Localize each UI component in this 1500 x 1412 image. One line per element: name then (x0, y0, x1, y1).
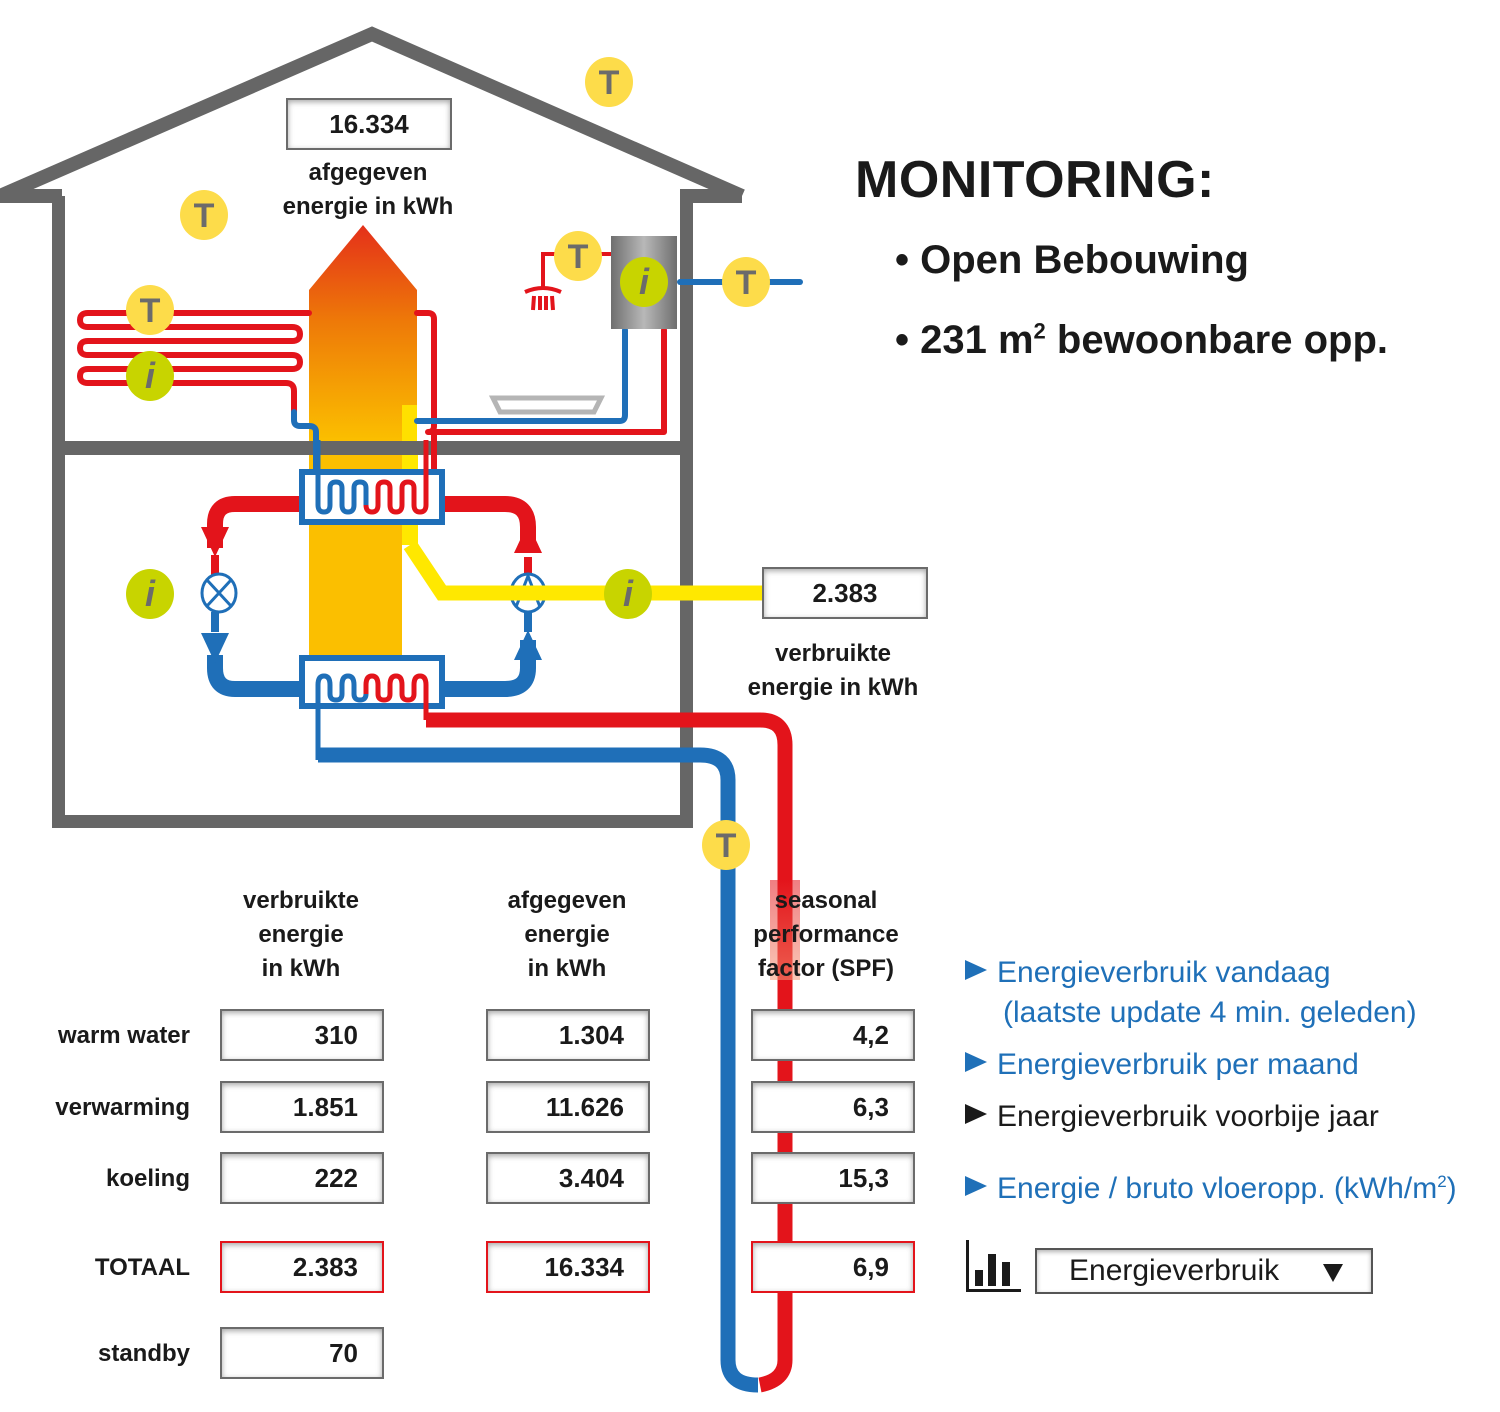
consumed-cell: 310 (220, 1009, 384, 1061)
spf-total-cell: 6,9 (751, 1241, 915, 1293)
bar-chart-icon[interactable] (966, 1240, 1021, 1292)
header-line: verbruikte (242, 887, 360, 914)
header-line: seasonal (774, 887, 878, 914)
svg-text:T: T (736, 264, 757, 302)
svg-text:i: i (623, 573, 634, 614)
row-label: warm water (57, 1022, 190, 1049)
link-energy-past-year[interactable]: Energieverbruik voorbije jaar (965, 1100, 1379, 1134)
chart-type-select[interactable]: Energieverbruik (1035, 1248, 1373, 1294)
header-line: energie (524, 921, 610, 948)
link-superscript: 2 (1437, 1172, 1447, 1191)
temperature-sensor-outdoor-icon[interactable]: T (585, 57, 633, 107)
floor-return-pipe (291, 409, 319, 493)
temperature-sensor-mains-icon[interactable]: T (722, 257, 770, 307)
svg-text:T: T (194, 197, 215, 235)
header-line: energie (258, 921, 344, 948)
delivered-energy-total: 16.334 (286, 98, 452, 150)
play-arrow-icon (965, 1104, 987, 1124)
delivered-cell: 11.626 (486, 1081, 650, 1133)
living-area: • 231 m2 bewoonbare opp. (895, 318, 1388, 363)
link-energy-today[interactable]: Energieverbruik vandaag (965, 956, 1331, 990)
info-sensor-tank-icon[interactable]: i (620, 257, 668, 307)
condenser (299, 440, 445, 525)
row-label: standby (97, 1340, 190, 1367)
electricity-line (403, 540, 762, 601)
dropdown-arrow-icon (1323, 1264, 1343, 1282)
link-label: Energieverbruik vandaag (997, 956, 1331, 989)
delivered-total-cell: 16.334 (486, 1241, 650, 1293)
play-arrow-icon (965, 1176, 987, 1196)
delivered-cell: 1.304 (486, 1009, 650, 1061)
spf-cell: 4,2 (751, 1009, 915, 1061)
temperature-sensor-shower-icon[interactable]: T (554, 231, 602, 281)
consumed-total-cell: 2.383 (220, 1241, 384, 1293)
house-outline (0, 26, 745, 828)
consumed-energy-total: 2.383 (762, 567, 928, 619)
col-header-consumed: verbruikte energie in kWh (206, 884, 396, 986)
svg-text:T: T (599, 64, 620, 102)
svg-text:i: i (639, 261, 650, 302)
select-value: Energieverbruik (1069, 1254, 1280, 1287)
info-sensor-electric-icon[interactable]: i (604, 569, 652, 619)
temperature-sensor-ground-icon[interactable]: T (702, 820, 750, 870)
row-label: koeling (105, 1165, 190, 1192)
header-line: afgegeven (507, 887, 627, 914)
row-label: TOTAAL (94, 1254, 190, 1281)
temperature-sensor-room-icon[interactable]: T (180, 190, 228, 240)
delivered-caption: afgegeven energie in kWh (262, 156, 474, 224)
consumed-cell: 1.851 (220, 1081, 384, 1133)
header-line: factor (SPF) (757, 955, 894, 982)
col-header-spf: seasonal performance factor (SPF) (728, 884, 924, 986)
svg-text:T: T (140, 292, 161, 330)
page-title: MONITORING: (855, 151, 1215, 209)
svg-text:i: i (145, 355, 156, 396)
evaporator (299, 655, 445, 760)
temperature-sensor-floor-icon[interactable]: T (126, 285, 174, 335)
delivered-caption-line1: afgegeven (308, 159, 428, 186)
consumed-caption: verbruikte energie in kWh (728, 637, 938, 705)
ground-loop (318, 712, 800, 1393)
link-energy-today-update[interactable]: (laatste update 4 min. geleden) (1003, 996, 1417, 1029)
delivered-cell: 3.404 (486, 1152, 650, 1204)
link-energy-per-month[interactable]: Energieverbruik per maand (965, 1048, 1359, 1082)
header-line: in kWh (527, 955, 607, 982)
area-label: bewoonbare opp. (1045, 318, 1389, 362)
play-arrow-icon (965, 960, 987, 980)
area-superscript: 2 (1033, 318, 1046, 344)
consumed-caption-line1: verbruikte (774, 640, 892, 667)
spf-cell: 15,3 (751, 1152, 915, 1204)
link-label: Energieverbruik per maand (997, 1048, 1359, 1081)
svg-text:T: T (716, 827, 737, 865)
building-type: • Open Bebouwing (895, 238, 1249, 282)
link-label: Energieverbruik voorbije jaar (997, 1100, 1379, 1133)
consumed-caption-line2: energie in kWh (747, 674, 919, 701)
area-value: • 231 m (895, 318, 1034, 362)
consumed-cell: 222 (220, 1152, 384, 1204)
consumed-cell: 70 (220, 1327, 384, 1379)
link-tail: ) (1446, 1172, 1457, 1205)
delivered-caption-line2: energie in kWh (282, 193, 454, 220)
tank-cold-pipe (414, 327, 628, 424)
header-line: in kWh (261, 955, 341, 982)
row-label: verwarming (55, 1094, 190, 1121)
expansion-valve-icon (200, 572, 238, 614)
spf-cell: 6,3 (751, 1081, 915, 1133)
link-label: Energie / bruto vloeropp. (kWh/m (997, 1172, 1438, 1205)
bathtub-icon (488, 395, 606, 415)
col-header-delivered: afgegeven energie in kWh (472, 884, 662, 986)
play-arrow-icon (965, 1052, 987, 1072)
svg-text:T: T (568, 238, 589, 276)
svg-text:i: i (145, 573, 156, 614)
info-sensor-valve-icon[interactable]: i (126, 569, 174, 619)
header-line: performance (753, 921, 899, 948)
info-sensor-floor-icon[interactable]: i (126, 351, 174, 401)
link-energy-per-floor-area[interactable]: Energie / bruto vloeropp. (kWh/m2) (965, 1172, 1457, 1206)
